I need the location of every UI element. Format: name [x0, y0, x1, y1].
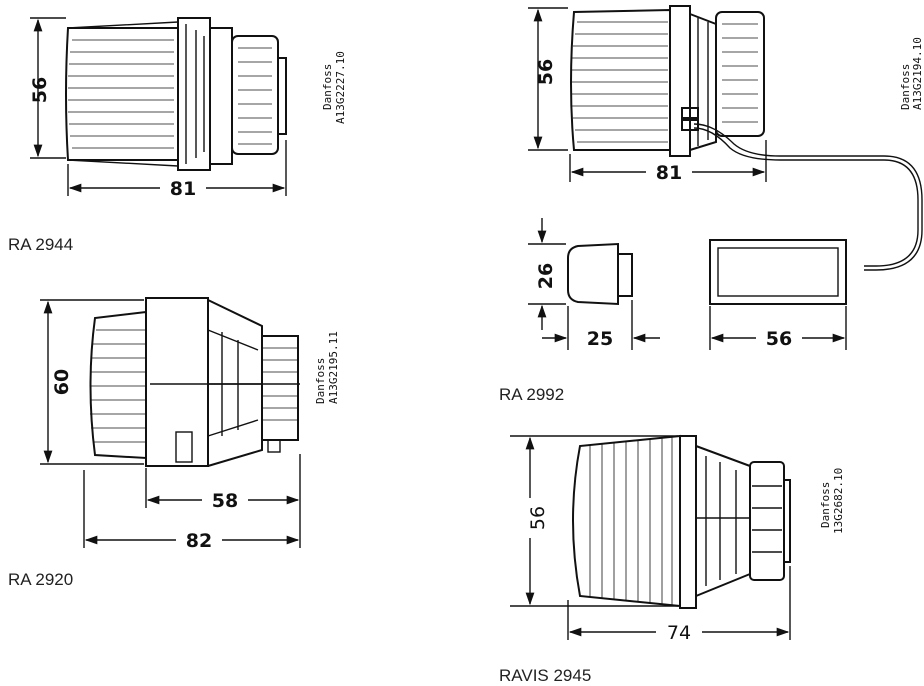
ravis2945-width-dim: 74 [667, 622, 691, 644]
ra2992-height-dim: 56 [535, 59, 557, 85]
ra2920-caption: RA 2920 [8, 570, 74, 589]
drawing-ravis2945: 56 74 Danfoss 13G2682.10 [510, 434, 845, 644]
drawing-ra2992: 56 81 26 25 56 Danfoss A13G2194.10 [528, 5, 924, 350]
ra2992-thermostat-body [570, 5, 765, 157]
ra2944-ref-code: A13G2227.10 [334, 51, 347, 124]
ravis2945-height-dim: 56 [527, 506, 549, 530]
ra2920-width-dim: 82 [186, 530, 212, 552]
ra2992-ref-brand: Danfoss [899, 64, 912, 110]
ra2920-ref-code: A13G2195.11 [327, 331, 340, 404]
ra2992-sensor-height-dim: 26 [535, 263, 557, 289]
drawing-ra2920: 60 58 82 Danfoss A13G2195.11 [40, 297, 340, 552]
ravis2945-thermostat-body [572, 434, 791, 609]
ra2920-thermostat-body [89, 297, 300, 467]
ra2944-thermostat-body [65, 17, 287, 171]
ra2992-sensor-width-dim: 25 [587, 328, 613, 350]
ra2944-width-dim: 81 [170, 178, 196, 200]
ra2944-height-dim: 56 [29, 77, 51, 103]
ravis2945-ref-brand: Danfoss [819, 482, 832, 528]
ra2992-adjustment-box [709, 239, 847, 305]
ra2920-ref-brand: Danfoss [314, 358, 327, 404]
drawing-ra2944: 56 81 Danfoss A13G2227.10 [29, 17, 347, 200]
ra2992-ref-code: A13G2194.10 [911, 37, 924, 110]
ra2992-sensor [567, 242, 633, 306]
ra2920-inner-width-dim: 58 [212, 490, 238, 512]
ra2920-height-dim: 60 [51, 369, 73, 395]
ra2992-box-width-dim: 56 [766, 328, 792, 350]
ra2992-capillary-tube [693, 123, 923, 271]
ra2944-ref-brand: Danfoss [321, 64, 334, 110]
ravis2945-caption: RAVIS 2945 [499, 666, 592, 685]
ra2944-caption: RA 2944 [8, 235, 74, 254]
ravis2945-ref-code: 13G2682.10 [832, 468, 845, 534]
ra2992-caption: RA 2992 [499, 385, 565, 404]
ra2992-width-dim: 81 [656, 162, 682, 184]
